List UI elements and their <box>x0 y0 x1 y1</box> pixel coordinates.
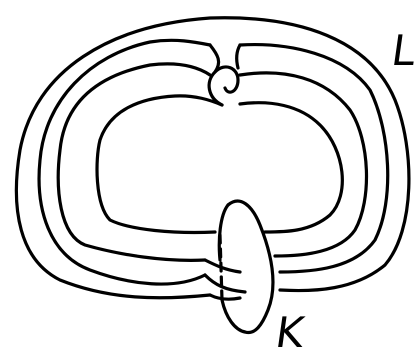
inner-strand-left <box>97 96 222 233</box>
k-curve-front <box>228 201 273 332</box>
under-strand-3 <box>210 295 240 299</box>
outer-strand-2 <box>39 40 210 284</box>
under-strand-2 <box>205 275 245 292</box>
outer-strand-1 <box>16 18 409 298</box>
label-k: K <box>273 312 306 354</box>
top-clasp <box>209 67 238 105</box>
k-curve-bottom <box>222 300 245 332</box>
top-clasp-join <box>210 45 219 72</box>
top-clasp-join-2 <box>237 45 240 68</box>
